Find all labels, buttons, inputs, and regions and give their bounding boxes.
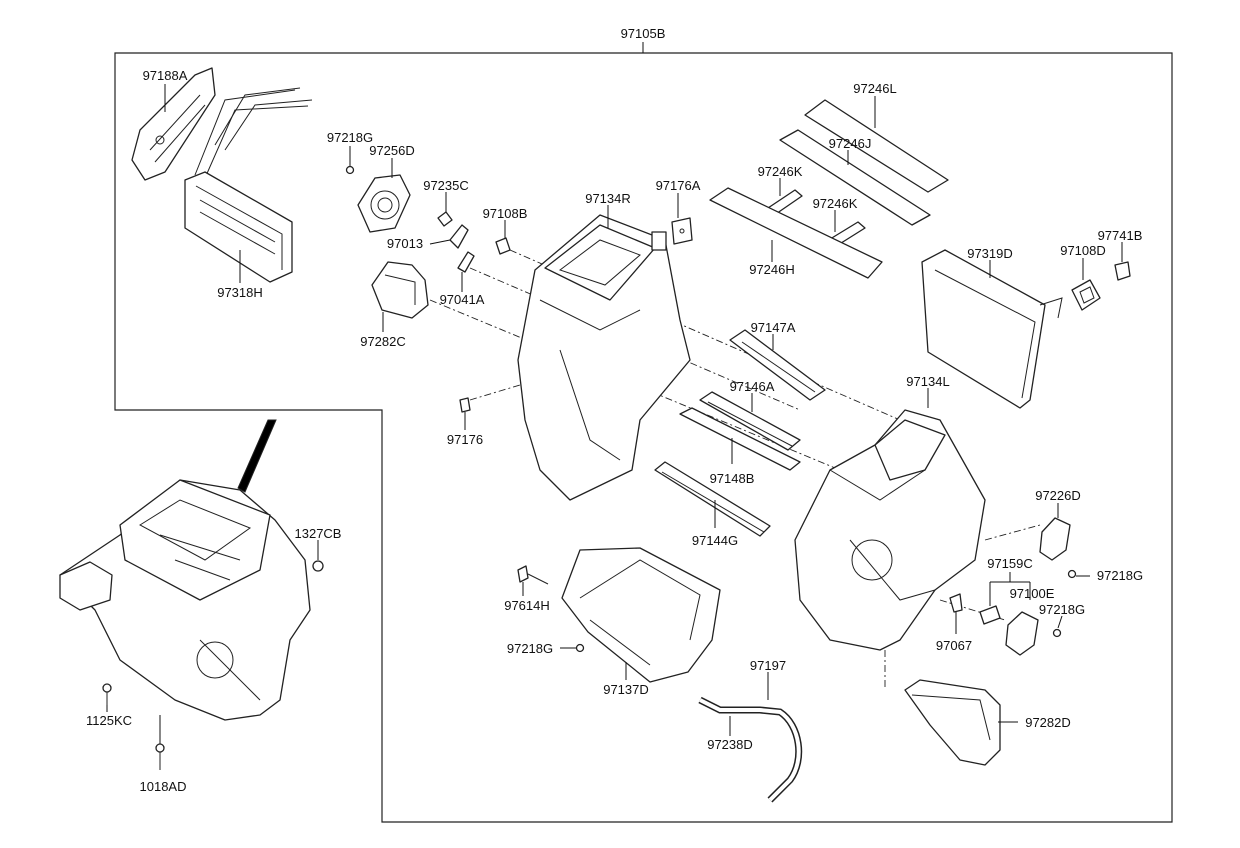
part-97188A-bracket[interactable]	[131, 67, 216, 181]
assembly-frame	[114, 52, 1173, 823]
part-97041A-lever[interactable]	[457, 251, 475, 273]
part-assembled-hvac-unit[interactable]	[59, 479, 311, 721]
label-97134R[interactable]: 97134R	[585, 191, 631, 206]
label-97614H[interactable]: 97614H	[504, 598, 550, 613]
part-97218G-screw-d[interactable]	[575, 643, 585, 653]
label-97188A[interactable]: 97188A	[143, 68, 188, 83]
part-97134L-case-half[interactable]	[794, 409, 986, 651]
label-97108D[interactable]: 97108D	[1060, 243, 1106, 258]
label-97218G-c[interactable]: 97218G	[1039, 602, 1085, 617]
label-97041A[interactable]: 97041A	[440, 292, 485, 307]
leader-97218G-c	[1057, 615, 1063, 629]
part-97235C-clip[interactable]	[437, 211, 453, 227]
label-97013[interactable]: 97013	[387, 236, 423, 251]
label-97159C[interactable]: 97159C	[987, 556, 1033, 571]
label-97218G-a[interactable]: 97218G	[327, 130, 373, 145]
label-97246J[interactable]: 97246J	[829, 136, 872, 151]
label-97246L[interactable]: 97246L	[853, 81, 896, 96]
part-97159C-lever[interactable]	[979, 605, 1001, 625]
label-97246K-a[interactable]: 97246K	[758, 164, 803, 179]
leader-97013	[429, 239, 451, 245]
part-97100E-actuator[interactable]	[1005, 611, 1039, 656]
label-97148B[interactable]: 97148B	[710, 471, 755, 486]
part-1018AD-screw[interactable]	[155, 743, 165, 770]
assembly-line-5	[984, 524, 1041, 541]
label-97147A[interactable]: 97147A	[751, 320, 796, 335]
part-97108B-sensor[interactable]	[495, 237, 511, 255]
label-97246H[interactable]: 97246H	[749, 262, 795, 277]
label-97246K-b[interactable]: 97246K	[813, 196, 858, 211]
label-97144G[interactable]: 97144G	[692, 533, 738, 548]
part-97146A-door[interactable]	[699, 391, 801, 451]
part-1327CB-nut[interactable]	[312, 560, 324, 572]
assembly-pointer	[237, 419, 277, 493]
label-1125KC[interactable]: 1125KC	[86, 713, 132, 728]
label-97100E[interactable]: 97100E	[1010, 586, 1055, 601]
part-97108D-grommet[interactable]	[1071, 279, 1101, 311]
part-97218G-screw-c[interactable]	[1052, 628, 1062, 638]
label-97282C[interactable]: 97282C	[360, 334, 406, 349]
part-97614H-sensor[interactable]	[517, 565, 549, 585]
label-97218G-d[interactable]: 97218G	[507, 641, 553, 656]
part-97176A-pad[interactable]	[671, 217, 693, 245]
label-97318H[interactable]: 97318H	[217, 285, 263, 300]
part-97218G-screw-b[interactable]	[1067, 569, 1077, 579]
part-97741B-valve[interactable]	[1114, 261, 1131, 281]
part-97282D-duct[interactable]	[904, 679, 1001, 766]
assembly-label-97105B: 97105B	[621, 26, 666, 41]
label-97067[interactable]: 97067	[936, 638, 972, 653]
label-97319D[interactable]: 97319D	[967, 246, 1013, 261]
label-97235C[interactable]: 97235C	[423, 178, 469, 193]
part-97246J-seal[interactable]	[779, 129, 931, 226]
part-97218G-screw-a[interactable]	[345, 165, 355, 175]
label-97218G-b[interactable]: 97218G	[1097, 568, 1143, 583]
part-97013-lever[interactable]	[449, 224, 469, 249]
part-97318H-heater-core[interactable]	[184, 87, 313, 283]
part-97246H-seal[interactable]	[709, 187, 883, 279]
part-97144G-door[interactable]	[654, 461, 771, 537]
label-97741B[interactable]: 97741B	[1098, 228, 1143, 243]
label-97176A[interactable]: 97176A	[656, 178, 701, 193]
label-97137D[interactable]: 97137D	[603, 682, 649, 697]
label-97256D[interactable]: 97256D	[369, 143, 415, 158]
label-97146A[interactable]: 97146A	[730, 379, 775, 394]
label-97226D[interactable]: 97226D	[1035, 488, 1081, 503]
part-97147A-door[interactable]	[729, 329, 826, 401]
label-97108B[interactable]: 97108B	[483, 206, 528, 221]
part-97226D-actuator[interactable]	[1039, 517, 1071, 561]
label-1327CB[interactable]: 1327CB	[295, 526, 342, 541]
part-97148B-door[interactable]	[679, 407, 801, 471]
label-97197[interactable]: 97197	[750, 658, 786, 673]
assembly-line-4	[469, 384, 521, 401]
label-97134L[interactable]: 97134L	[906, 374, 949, 389]
part-97137D-lower-case[interactable]	[561, 547, 721, 683]
part-97246L-seal[interactable]	[804, 99, 949, 193]
part-97319D-evaporator[interactable]	[921, 249, 1063, 409]
part-97256D-actuator[interactable]	[357, 174, 411, 233]
part-97238D-drain-hose[interactable]	[698, 696, 803, 803]
label-97282D[interactable]: 97282D	[1025, 715, 1071, 730]
part-97176-clip[interactable]	[459, 397, 471, 413]
label-1018AD[interactable]: 1018AD	[140, 779, 187, 794]
leader-97159C	[989, 572, 1031, 606]
part-97134R-case-half[interactable]	[517, 214, 691, 501]
label-97176[interactable]: 97176	[447, 432, 483, 447]
part-97067-link[interactable]	[949, 593, 963, 613]
part-1125KC-bolt[interactable]	[102, 683, 112, 705]
part-97282C-actuator[interactable]	[371, 261, 429, 319]
label-97238D[interactable]: 97238D	[707, 737, 753, 752]
